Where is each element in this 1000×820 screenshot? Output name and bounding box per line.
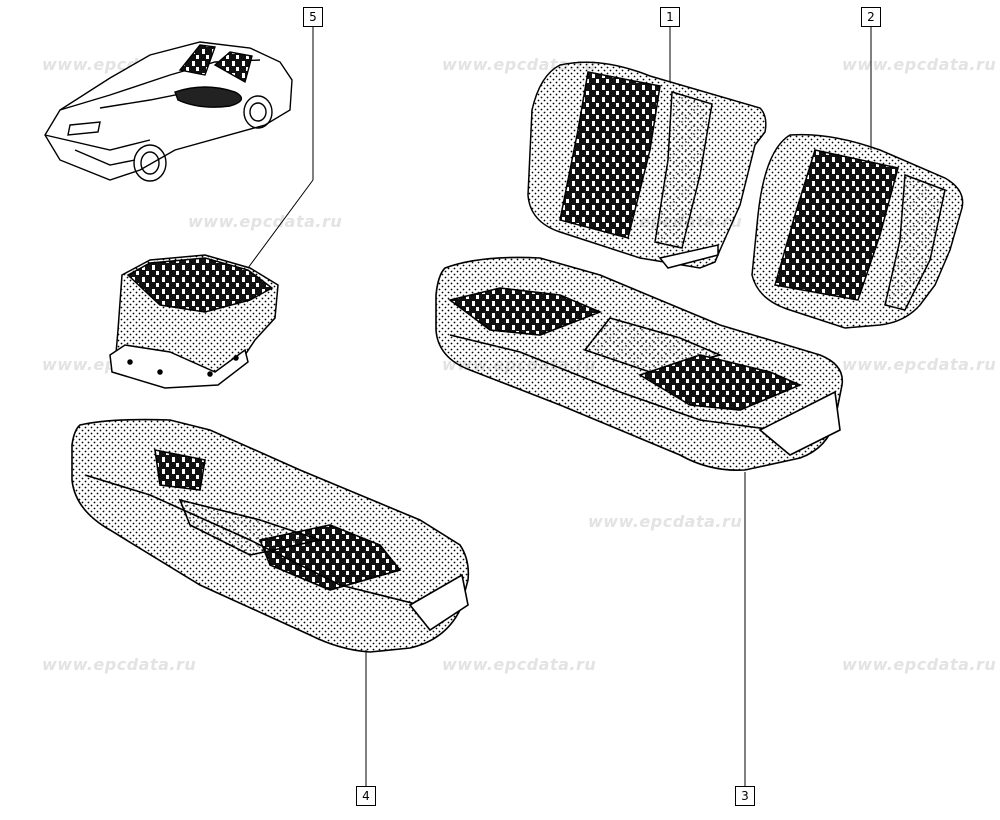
watermark: www.epcdata.ru <box>842 355 997 374</box>
callout-1: 1 <box>660 7 680 27</box>
callout-3: 3 <box>735 786 755 806</box>
rear-seat-back-left-illustration <box>527 61 767 269</box>
front-seat-base-illustration <box>109 254 279 389</box>
watermark: www.epcdata.ru <box>42 655 197 674</box>
watermark: www.epcdata.ru <box>842 55 997 74</box>
callout-2: 2 <box>861 7 881 27</box>
watermark: www.epcdata.ru <box>588 512 743 531</box>
watermark: www.epcdata.ru <box>842 655 997 674</box>
rear-seat-cushion-illustration <box>435 256 844 472</box>
callout-5: 5 <box>303 7 323 27</box>
callout-4: 4 <box>356 786 376 806</box>
leader-lines <box>247 26 872 786</box>
watermark: www.epcdata.ru <box>442 655 597 674</box>
leader-line-5b <box>247 179 314 269</box>
car-overview-illustration <box>44 41 293 182</box>
watermark: www.epcdata.ru <box>188 212 343 231</box>
rear-seat-back-right-illustration <box>751 133 964 329</box>
front-seat-cushion-illustration <box>71 418 470 653</box>
